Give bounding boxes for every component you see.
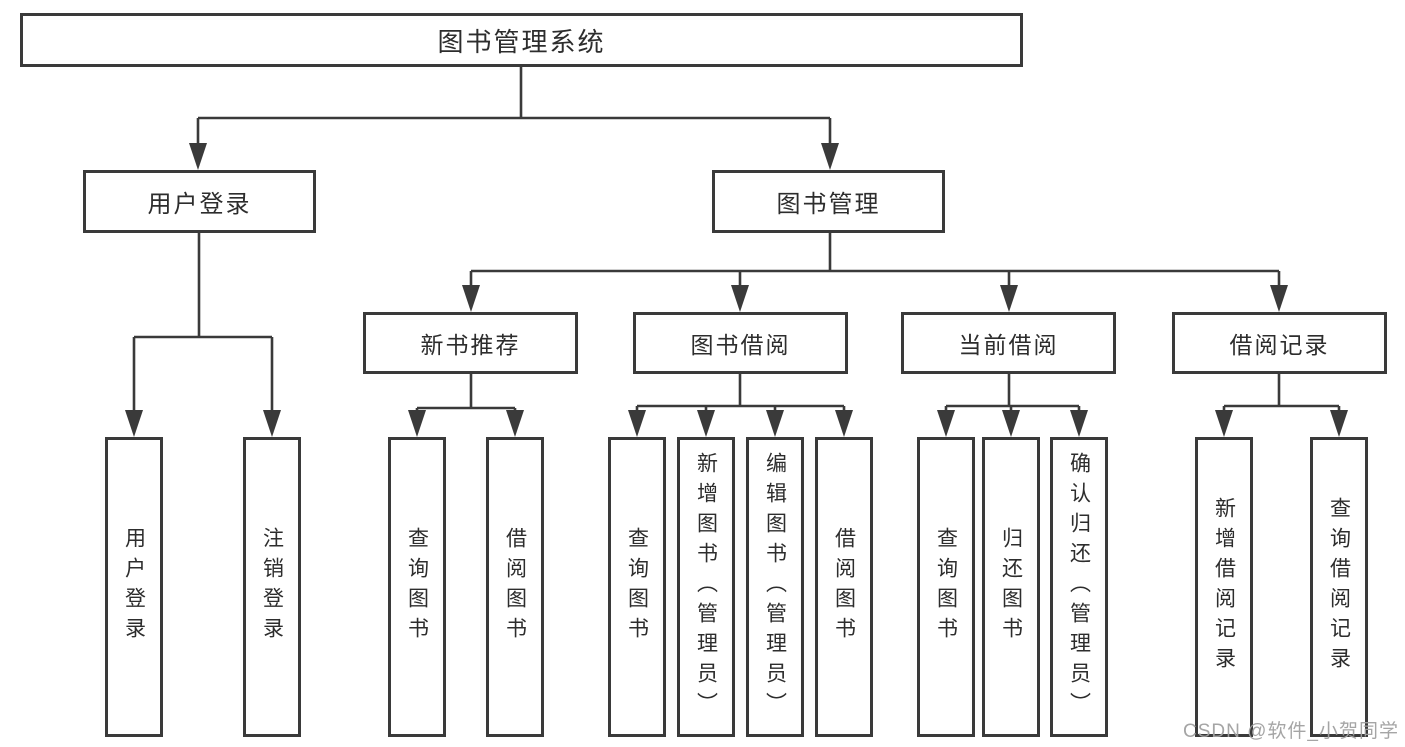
leaf-logout: 注销登录 (243, 437, 301, 737)
node-borrowing-records: 借阅记录 (1172, 312, 1387, 374)
connector-book-mgmt-to-level3 (469, 233, 1281, 308)
connector-borrow-records-to-leaves (1222, 374, 1341, 433)
leaf-borrow-query-books: 查询图书 (608, 437, 666, 737)
leaf-records-add-record: 新增借阅记录 (1195, 437, 1253, 737)
leaf-user-login: 用户登录 (105, 437, 163, 737)
node-current-borrowing: 当前借阅 (901, 312, 1116, 374)
leaf-newrec-query-books: 查询图书 (388, 437, 446, 737)
leaf-current-return-books: 归还图书 (982, 437, 1040, 737)
leaf-borrow-borrow-books: 借阅图书 (815, 437, 873, 737)
leaf-current-query-books: 查询图书 (917, 437, 975, 737)
connector-new-book-rec-to-leaves (415, 374, 517, 433)
leaf-borrow-edit-books-admin: 编辑图书（管理员） (746, 437, 804, 737)
connector-user-login-to-leaves (132, 233, 274, 433)
node-root-library-system: 图书管理系统 (20, 13, 1023, 67)
leaf-borrow-add-books-admin: 新增图书（管理员） (677, 437, 735, 737)
connector-root-to-level2 (196, 66, 832, 166)
connector-book-borrow-to-leaves (635, 374, 846, 433)
node-book-management: 图书管理 (712, 170, 945, 233)
leaf-records-query-record: 查询借阅记录 (1310, 437, 1368, 737)
csdn-watermark: CSDN @软件_小贺同学 (1183, 721, 1399, 742)
node-new-book-recommendation: 新书推荐 (363, 312, 578, 374)
node-user-login: 用户登录 (83, 170, 316, 233)
leaf-current-confirm-return-admin: 确认归还（管理员） (1050, 437, 1108, 737)
leaf-newrec-borrow-books: 借阅图书 (486, 437, 544, 737)
node-book-borrowing: 图书借阅 (633, 312, 848, 374)
